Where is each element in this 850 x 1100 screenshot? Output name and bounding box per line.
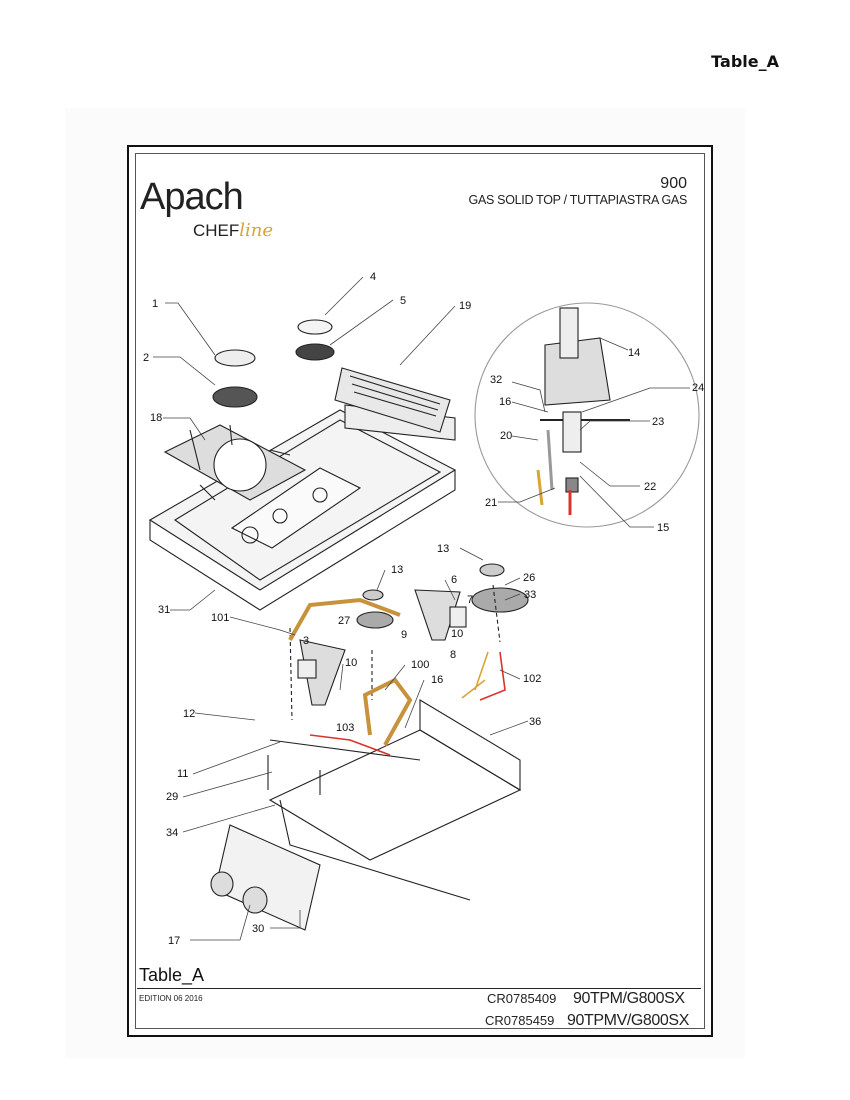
callout-32: 32	[490, 374, 502, 386]
callout-8: 8	[450, 649, 456, 661]
callout-33: 33	[524, 589, 536, 601]
table-title: Table_A	[139, 965, 205, 985]
brand-logo: Apach CHEFline	[140, 176, 273, 241]
edition-label: EDITION 06 2016	[139, 994, 203, 1003]
callout-31: 31	[158, 604, 170, 616]
callout-14: 14	[628, 347, 640, 359]
callout-18: 18	[150, 412, 162, 424]
callout-10-lower: 10	[345, 657, 357, 669]
callout-labels: 1 2 3 4 5 6 7 8 9 10 10 11 12 13 13 14 1…	[143, 271, 704, 947]
page-label: Table_A	[711, 52, 779, 71]
callout-24: 24	[692, 382, 704, 394]
callout-11: 11	[177, 768, 188, 780]
model-title: GAS SOLID TOP / TUTTAPIASTRA GAS	[468, 192, 688, 207]
callout-102: 102	[523, 673, 541, 685]
callout-4: 4	[370, 271, 376, 283]
brand-subline: CHEFline	[193, 220, 273, 241]
callout-16-lower: 16	[431, 674, 443, 686]
drawing-inner-border	[135, 153, 705, 1029]
brand-sub-script: line	[239, 220, 274, 241]
callout-12: 12	[183, 708, 195, 720]
callout-30: 30	[252, 923, 264, 935]
callout-23: 23	[652, 416, 664, 428]
callout-103: 103	[336, 722, 354, 734]
model-code: CR0785409	[487, 991, 557, 1006]
callout-101: 101	[211, 612, 229, 624]
callout-27: 27	[338, 615, 350, 627]
gas-pipes	[288, 469, 572, 756]
model-series-number: 900	[660, 175, 687, 192]
callout-20: 20	[500, 430, 512, 442]
model-codes: CR0785409 90TPM/G800SX CR0785459 90TPMV/…	[485, 990, 689, 1034]
callout-9: 9	[401, 629, 407, 641]
callout-7: 7	[467, 594, 473, 606]
callout-21: 21	[485, 497, 497, 509]
callout-13-right: 13	[437, 543, 449, 555]
model-header: 900 GAS SOLID TOP / TUTTAPIASTRA GAS	[468, 175, 688, 207]
callout-22: 22	[644, 481, 656, 493]
model-row: CR0785409 90TPM/G800SX	[487, 990, 689, 1012]
callout-13-left: 13	[391, 564, 403, 576]
callout-26: 26	[523, 572, 535, 584]
leader-lines	[153, 276, 690, 941]
footer-divider	[137, 988, 701, 989]
callout-6: 6	[451, 574, 457, 586]
callout-1: 1	[152, 298, 158, 310]
callout-10-upper: 10	[451, 628, 463, 640]
model-name: 90TPM/G800SX	[573, 990, 685, 1007]
callout-2: 2	[143, 352, 149, 364]
callout-17: 17	[168, 935, 180, 947]
callout-29: 29	[166, 791, 178, 803]
callout-34: 34	[166, 827, 178, 839]
model-code: CR0785459	[485, 1013, 555, 1028]
callout-3: 3	[303, 635, 309, 647]
callout-36: 36	[529, 716, 541, 728]
brand-name: Apach	[140, 176, 244, 218]
callout-19: 19	[459, 300, 471, 312]
model-name: 90TPMV/G800SX	[567, 1012, 689, 1029]
diagram-linework	[148, 302, 700, 931]
brand-sub-text: CHEF	[193, 221, 240, 240]
callout-5: 5	[400, 295, 406, 307]
model-row: CR0785459 90TPMV/G800SX	[485, 1012, 689, 1034]
callout-16-detail: 16	[499, 396, 511, 408]
callout-15: 15	[657, 522, 669, 534]
callout-100: 100	[411, 659, 429, 671]
